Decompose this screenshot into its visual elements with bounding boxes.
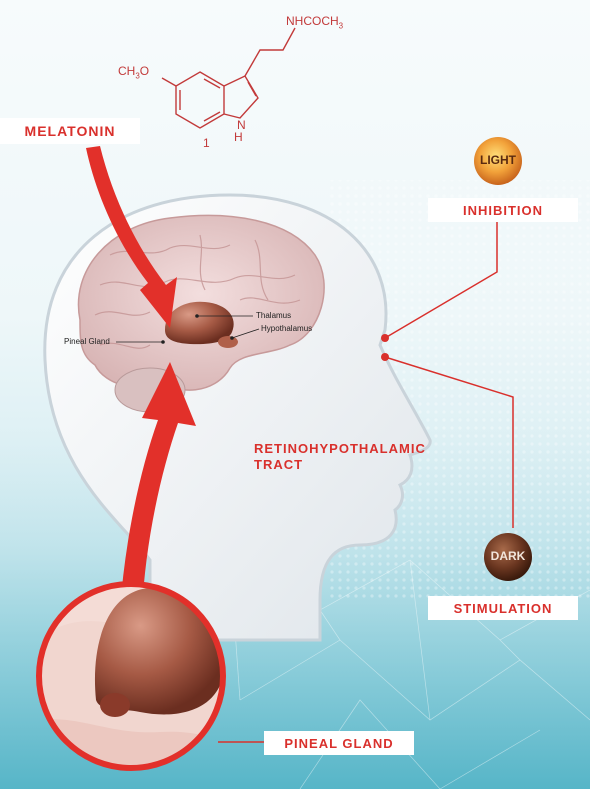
stimulation-node xyxy=(381,353,389,361)
inhibition-label: INHIBITION xyxy=(463,203,543,218)
pineal-gland-tag: PINEAL GLAND xyxy=(264,731,414,755)
side-chain-text: NHCOCH xyxy=(286,14,339,28)
stimulation-tag: STIMULATION xyxy=(428,596,578,620)
melatonin-label: MELATONIN xyxy=(25,123,116,139)
light-label: LIGHT xyxy=(474,153,522,167)
retinohypothalamic-label: RETINOHYPOTHALAMIC TRACT xyxy=(254,441,426,473)
compound-number: 1 xyxy=(203,136,210,150)
hypothalamus-shape xyxy=(218,336,238,348)
melatonin-tag: MELATONIN xyxy=(0,118,140,144)
thalamus-label: Thalamus xyxy=(256,311,291,320)
side-chain-subscript: 3 xyxy=(339,21,343,30)
hypothalamus-label: Hypothalamus xyxy=(261,324,312,333)
melatonin-molecule xyxy=(162,28,295,128)
dark-label: DARK xyxy=(484,549,532,563)
pineal-gland-label: Pineal Gland xyxy=(64,337,110,346)
methoxy-text: CH xyxy=(118,64,135,78)
pineal-gland-tag-label: PINEAL GLAND xyxy=(284,736,393,751)
retino-line-1: RETINOHYPOTHALAMIC xyxy=(254,441,426,457)
retino-line-2: TRACT xyxy=(254,457,426,473)
methoxy-oxygen: O xyxy=(140,64,149,78)
side-chain-formula: NHCOCH3 xyxy=(286,14,343,30)
methoxy-formula: CH3O xyxy=(118,64,149,80)
inhibition-node xyxy=(381,334,389,342)
stimulation-label: STIMULATION xyxy=(454,601,553,616)
indole-h-label: H xyxy=(234,130,243,144)
inhibition-tag: INHIBITION xyxy=(428,198,578,222)
